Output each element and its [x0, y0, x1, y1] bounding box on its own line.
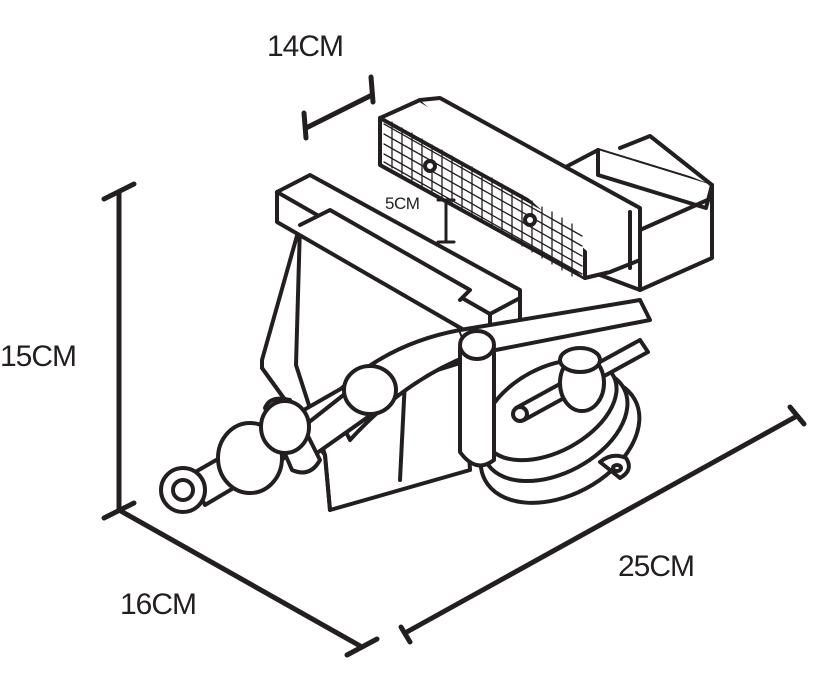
jaw-screw-icon: [523, 213, 537, 227]
jaw-width-label: 14CM: [267, 30, 344, 63]
depth-label: 16CM: [120, 588, 197, 621]
jaw-screw-icon: [423, 159, 437, 173]
clamp-post: [458, 329, 496, 468]
mounting-hole-icon: [611, 463, 623, 473]
dimension-lines: [101, 74, 807, 658]
jaw-opening-label: 5CM: [385, 194, 420, 213]
spindle-handle: [159, 364, 398, 514]
jaw-width-dimension-line: [301, 74, 376, 141]
depth-dimension-line: [116, 507, 380, 658]
height-label: 15CM: [0, 340, 77, 373]
length-dimension-line: [398, 404, 807, 645]
swivel-lock-handle: [511, 338, 650, 423]
movable-jaw: [378, 96, 642, 280]
height-dimension-line: [101, 181, 137, 521]
length-label: 25CM: [618, 550, 695, 583]
jaw-opening-dimension-line: [436, 198, 456, 244]
